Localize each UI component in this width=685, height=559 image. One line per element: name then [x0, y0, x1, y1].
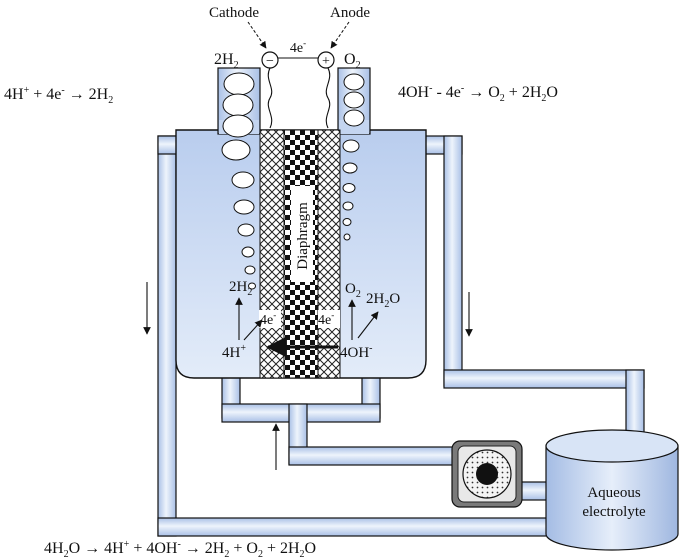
flow-arrows: [143, 282, 473, 470]
h-plus-label: 4H+: [222, 343, 246, 361]
h2-bubbles: [221, 72, 256, 290]
bottom-return-pipe: [157, 517, 559, 537]
anode-terminal: [317, 51, 335, 69]
cathode-half-reaction: 4H+ + 4e- → 2H2: [4, 85, 113, 106]
cell-core: Diaphragm: [259, 129, 341, 379]
anode-half-reaction: 4OH- - 4e- → O2 + 2H2O: [398, 83, 558, 104]
h2-formation-arrow-2: [243, 319, 263, 341]
diaphragm-label: Diaphragm: [295, 202, 311, 270]
cathode-wire: [267, 67, 273, 129]
cathode-terminal: [261, 51, 279, 69]
circulation-pump: [451, 440, 523, 508]
cathode-sign: −: [266, 54, 274, 69]
o2-bubbles: [342, 73, 365, 241]
pump-feed-pipe: [288, 446, 460, 466]
cathode-electron-label: 4e-: [260, 310, 276, 328]
water-formation-arrow: [357, 311, 379, 339]
reservoir-label-line1: Aqueous: [587, 485, 640, 501]
electrolyte-reservoir: Aqueous electrolyte: [545, 429, 679, 551]
electrode-wires: [267, 57, 331, 129]
cathode-label: Cathode: [209, 5, 259, 21]
inner-h2-label: 2H2: [229, 279, 252, 298]
h2-outlet-label: 2H2: [214, 51, 239, 71]
inner-water-label: 2H2O: [366, 291, 400, 310]
cathode-plate: [259, 129, 285, 379]
oh-minus-label: 4OH-: [340, 343, 373, 361]
reservoir-label-line2: electrolyte: [582, 504, 646, 520]
anode-sign: +: [322, 54, 330, 69]
overall-reaction: 4H2O → 4H+ + 4OH- → 2H2 + O2 + 2H2O: [44, 539, 316, 559]
right-return-pipe: [443, 135, 463, 387]
pipe-network: [157, 135, 645, 537]
anode-label: Anode: [330, 5, 370, 21]
reservoir-drop-pipe: [625, 369, 645, 441]
inner-o2-label: O2: [345, 281, 361, 300]
o2-outlet-label: O2: [344, 51, 361, 71]
inner-reaction: 2H2 O2 2H2O 4e- 4e- 4H+ 4OH-: [222, 279, 400, 361]
terminals: − +: [261, 51, 335, 69]
right-lower-pipe: [443, 369, 645, 389]
anode-wire: [325, 67, 331, 129]
anode-plate: [317, 129, 341, 379]
electron-flow-label: 4e-: [290, 38, 306, 56]
anode-electron-label: 4e-: [318, 310, 334, 328]
terminal-leaders: [247, 21, 350, 49]
left-return-pipe: [157, 135, 177, 537]
